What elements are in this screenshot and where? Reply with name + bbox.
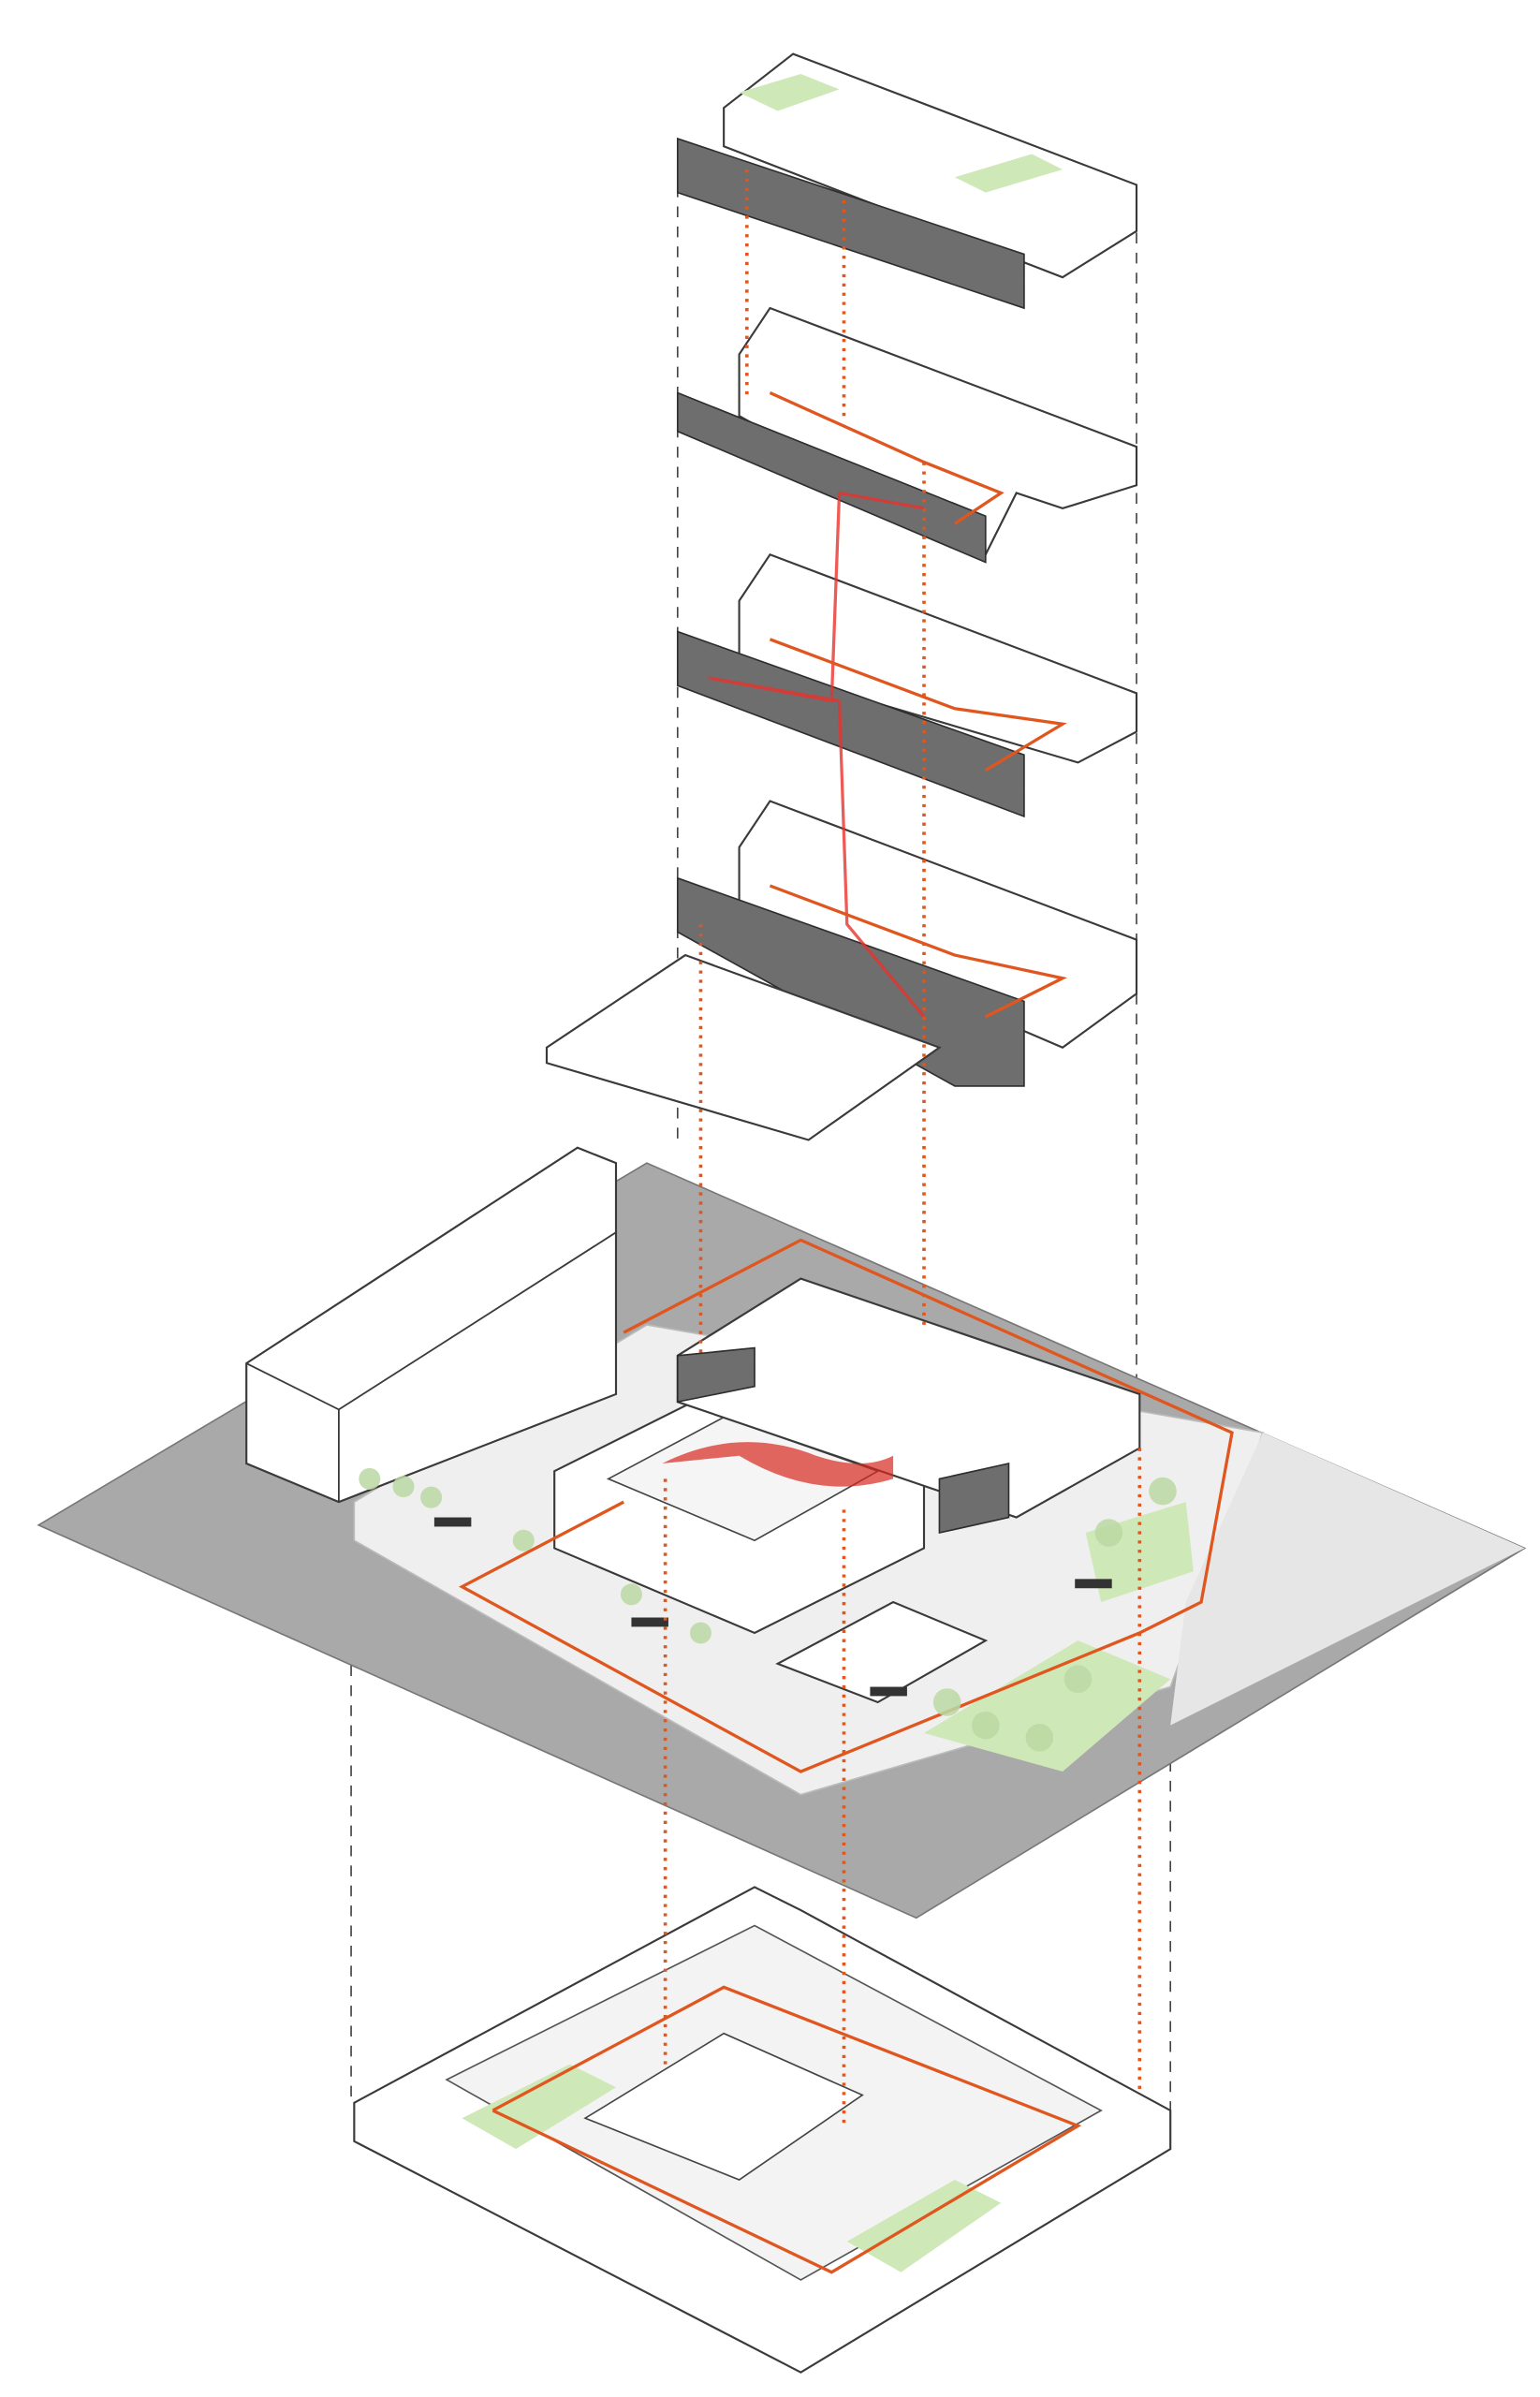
circulation-routes — [459, 169, 1234, 2274]
upper-floor-2 — [676, 306, 1138, 564]
green-roof — [739, 73, 840, 111]
gate-pavilion — [433, 1517, 1112, 1697]
sunken-garden — [846, 2180, 1002, 2272]
grid-canopy — [545, 953, 942, 1141]
sunken-garden — [462, 2064, 616, 2150]
upper-floor-4 — [545, 800, 1138, 1141]
ground-floor-courtyard — [433, 1277, 1141, 1704]
upper-floor-3 — [676, 552, 1138, 818]
trees — [359, 1467, 1177, 1752]
stepped-seating-field — [662, 1442, 894, 1487]
roof-floor — [676, 52, 1138, 310]
existing-building-block — [245, 1146, 618, 1504]
basement-floor — [353, 1886, 1172, 2374]
green-roof — [954, 154, 1063, 193]
